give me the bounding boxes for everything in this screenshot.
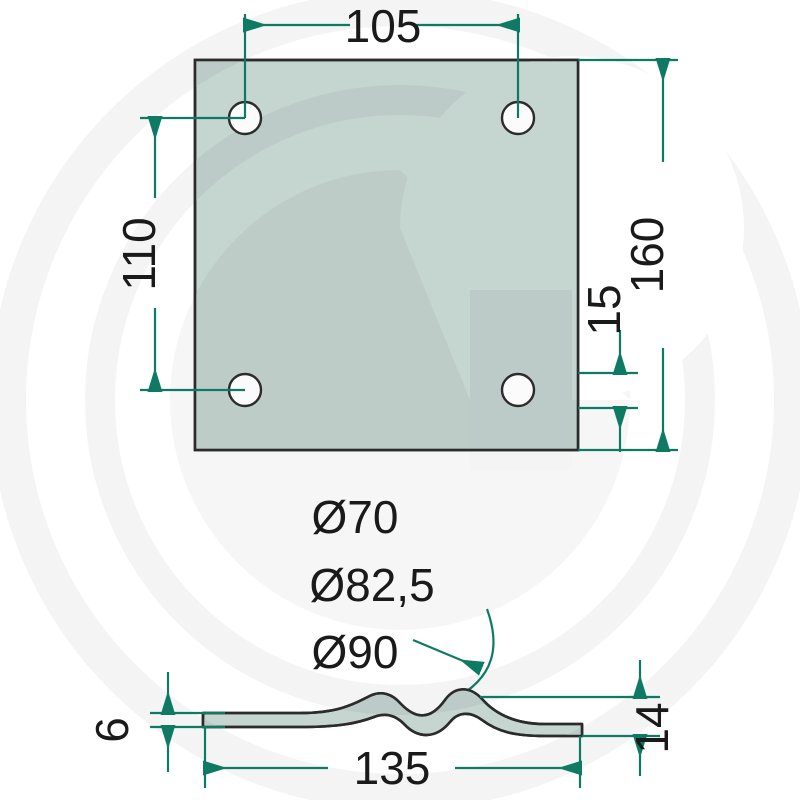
dimension-label-14: 14: [626, 702, 678, 753]
dimension-width-105: [242, 14, 521, 118]
diameter-label-70: Ø70: [312, 491, 399, 543]
dimension-label-110: 110: [113, 217, 165, 290]
mounting-hole-bottom-right: [500, 372, 536, 408]
plate-watermark-tint: [195, 60, 578, 450]
dimension-height-160: [578, 57, 678, 453]
dimension-label-105: 105: [345, 0, 422, 52]
dimension-thickness-6: [150, 672, 225, 772]
dimension-label-15: 15: [578, 284, 630, 335]
diameter-label-82-5: Ø82,5: [309, 559, 434, 611]
dimension-label-6: 6: [86, 717, 138, 743]
dimension-label-160: 160: [621, 217, 673, 294]
dimension-label-135: 135: [354, 742, 431, 794]
plate-front-view: [193, 58, 580, 452]
plate-outline: [193, 58, 580, 452]
diameter-label-90: Ø90: [312, 626, 399, 678]
dimension-height-14: [480, 660, 660, 776]
dimension-length-135: [202, 727, 583, 788]
dimension-edge-15: [578, 330, 638, 452]
dimension-height-110: [140, 115, 245, 393]
